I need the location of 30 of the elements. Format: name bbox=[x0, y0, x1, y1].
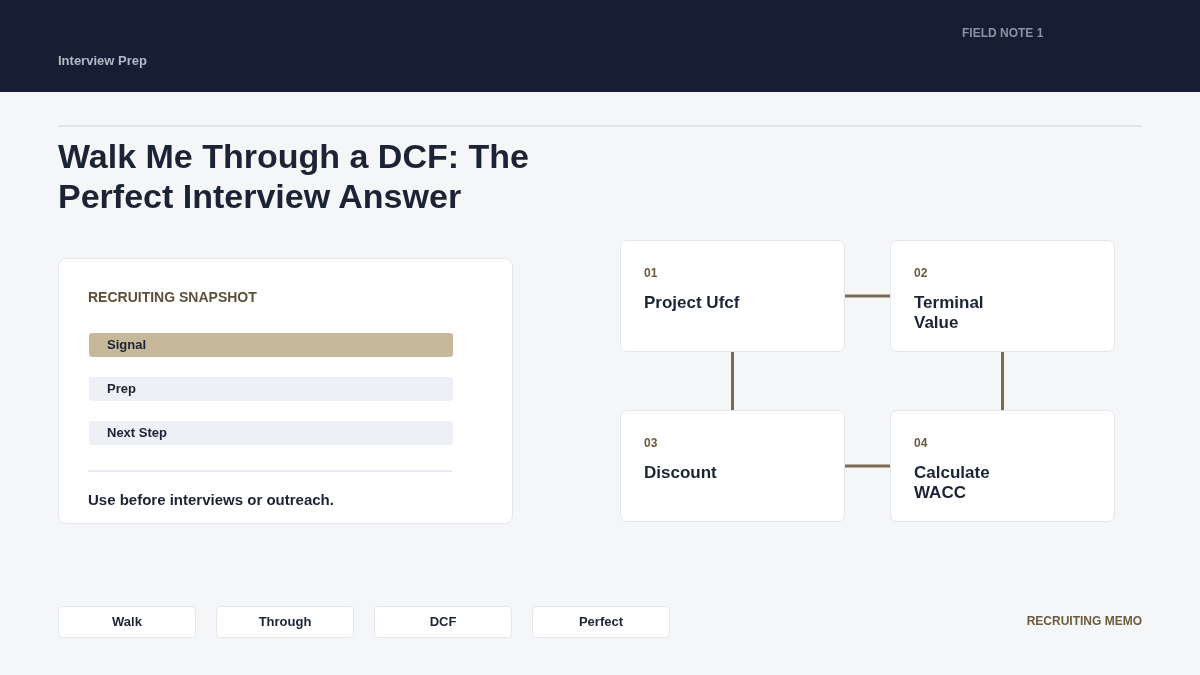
connector-line bbox=[731, 352, 734, 410]
step-card bbox=[620, 240, 845, 352]
snapshot-item: Next Step bbox=[89, 421, 453, 445]
step-card bbox=[620, 410, 845, 522]
card-heading: RECRUITING SNAPSHOT bbox=[88, 289, 257, 306]
page-title: Walk Me Through a DCF: The Perfect Interview Answer bbox=[58, 136, 530, 216]
step-title: Calculate WACC bbox=[914, 463, 991, 503]
field-note-label: FIELD NOTE 1 bbox=[962, 27, 1044, 41]
snapshot-item: Signal bbox=[89, 333, 453, 357]
memo-label: RECRUITING MEMO bbox=[1026, 615, 1142, 629]
step-title: Discount bbox=[644, 463, 718, 483]
keyword-tag: Walk bbox=[58, 606, 196, 638]
step-number: 02 bbox=[914, 266, 928, 281]
connector-line bbox=[845, 464, 890, 468]
step-title: Terminal Value bbox=[914, 293, 985, 333]
step-card bbox=[890, 240, 1115, 352]
step-number: 01 bbox=[644, 266, 658, 281]
header-subtitle: Interview Prep bbox=[58, 54, 147, 69]
connector-line bbox=[1001, 352, 1004, 410]
card-note: Use before interviews or outreach. bbox=[88, 491, 334, 509]
keyword-tag: DCF bbox=[374, 606, 512, 638]
step-number: 04 bbox=[914, 436, 928, 451]
keyword-tag: Through bbox=[216, 606, 354, 638]
snapshot-card bbox=[58, 258, 513, 524]
step-title: Project Ufcf bbox=[644, 293, 741, 313]
connector-line bbox=[845, 294, 890, 298]
step-card bbox=[890, 410, 1115, 522]
snapshot-item: Prep bbox=[89, 377, 453, 401]
keyword-tag: Perfect bbox=[532, 606, 670, 638]
step-number: 03 bbox=[644, 436, 658, 451]
